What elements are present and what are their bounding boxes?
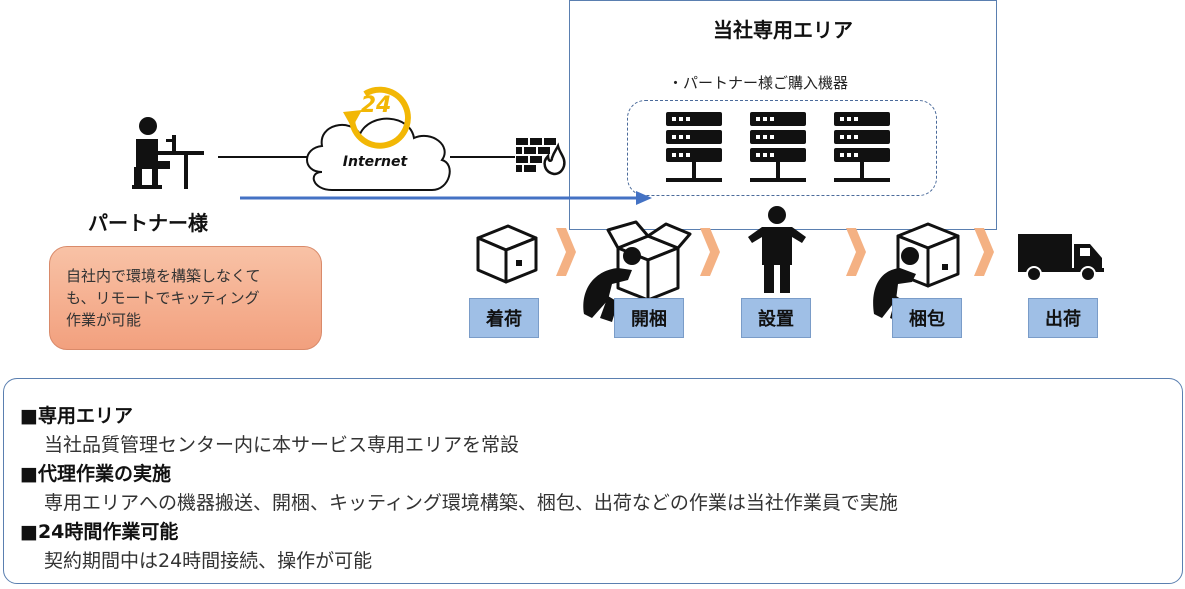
person-at-desk-icon (132, 117, 204, 189)
area-title: 当社専用エリア (713, 18, 853, 42)
step-shipping: 出荷 (1028, 298, 1098, 338)
server-icon (750, 112, 806, 182)
info-text: 専用エリアへの機器搬送、開梱、キッティング環境構築、梱包、出荷などの作業は当社作… (44, 492, 898, 514)
process-arrows (556, 228, 994, 276)
chevron-arrow-icon (556, 228, 576, 276)
partner-label: パートナー様 (88, 211, 208, 235)
person-standing-icon (748, 206, 806, 293)
server-rack-group (666, 112, 890, 182)
note-line: 作業が可能 (66, 311, 142, 329)
chevron-arrow-icon (700, 228, 720, 276)
note-line: も、リモートでキッティング (66, 289, 260, 307)
info-text: 当社品質管理センター内に本サービス専用エリアを常設 (44, 434, 520, 456)
worker-packing-icon (873, 222, 960, 322)
info-text: 契約期間中は24時間接続、操作が可能 (44, 550, 373, 572)
info-heading: ■24時間作業可能 (20, 521, 179, 543)
clock-label: 24 (361, 93, 392, 118)
firewall-icon (516, 138, 566, 176)
info-heading: ■専用エリア (20, 405, 133, 427)
service-info-box (3, 378, 1183, 584)
server-icon (834, 112, 890, 182)
note-line: 自社内で環境を構築しなくて (66, 267, 261, 285)
cloud-icon (306, 117, 451, 191)
step-unpacking: 開梱 (614, 298, 684, 338)
chevron-arrow-icon (974, 228, 994, 276)
step-installation: 設置 (741, 298, 811, 338)
info-heading: ■代理作業の実施 (20, 463, 171, 485)
network-diagram: Internet 24 (218, 86, 566, 191)
cardboard-box-icon (476, 224, 538, 284)
chevron-arrow-icon (846, 228, 866, 276)
purchase-equipment-label: ・パートナー様ご購入機器 (668, 74, 849, 92)
step-packing: 梱包 (892, 298, 962, 338)
equipment-group (627, 100, 937, 196)
worker-unpacking-icon (583, 220, 692, 322)
24h-clock-icon: 24 (343, 86, 411, 149)
remote-access-arrow (240, 191, 652, 205)
delivery-truck-icon (1018, 234, 1104, 282)
internet-label: Internet (343, 154, 409, 170)
remote-kitting-note: 自社内で環境を構築しなくて も、リモートでキッティング 作業が可能 (49, 246, 322, 350)
step-arrival: 着荷 (469, 298, 539, 338)
server-icon (666, 112, 722, 182)
